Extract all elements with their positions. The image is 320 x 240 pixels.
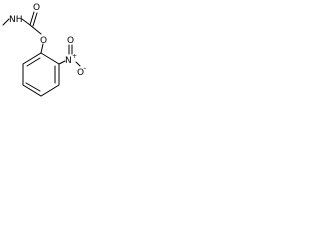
benzene-ring	[22, 52, 60, 97]
nitro-nitrogen-charge: +	[72, 53, 77, 60]
ring-double-bond-bottom	[25, 82, 41, 92]
structure-diagram: NH O O N + O O −	[2, 3, 86, 97]
nitro-oxygen-top-label: O	[67, 36, 74, 46]
bond-nitro-nitrogen-oxygen-bottom	[75, 61, 81, 67]
bond-methyl-nh	[2, 18, 10, 26]
nh-label: NH	[9, 15, 23, 25]
nitro-oxygen-bottom-label: O	[77, 68, 84, 78]
carbonyl-oxygen-label: O	[33, 3, 40, 13]
ring-double-bond-left	[26, 57, 41, 67]
nitro-oxygen-charge: −	[83, 65, 86, 72]
bond-carbonyl-carbon-ester-oxygen	[29, 24, 42, 35]
ester-oxygen-label: O	[40, 36, 47, 46]
bond-nh-carbonyl-carbon	[21, 18, 31, 26]
bond-carbonyl-double-b	[32, 12, 38, 27]
nitro-nitrogen-label: N	[65, 56, 72, 66]
bond-ester-oxygen-ring	[40, 43, 44, 54]
bond-carbonyl-double-a	[29, 11, 35, 26]
bond-ring-nitro-nitrogen	[58, 60, 66, 65]
